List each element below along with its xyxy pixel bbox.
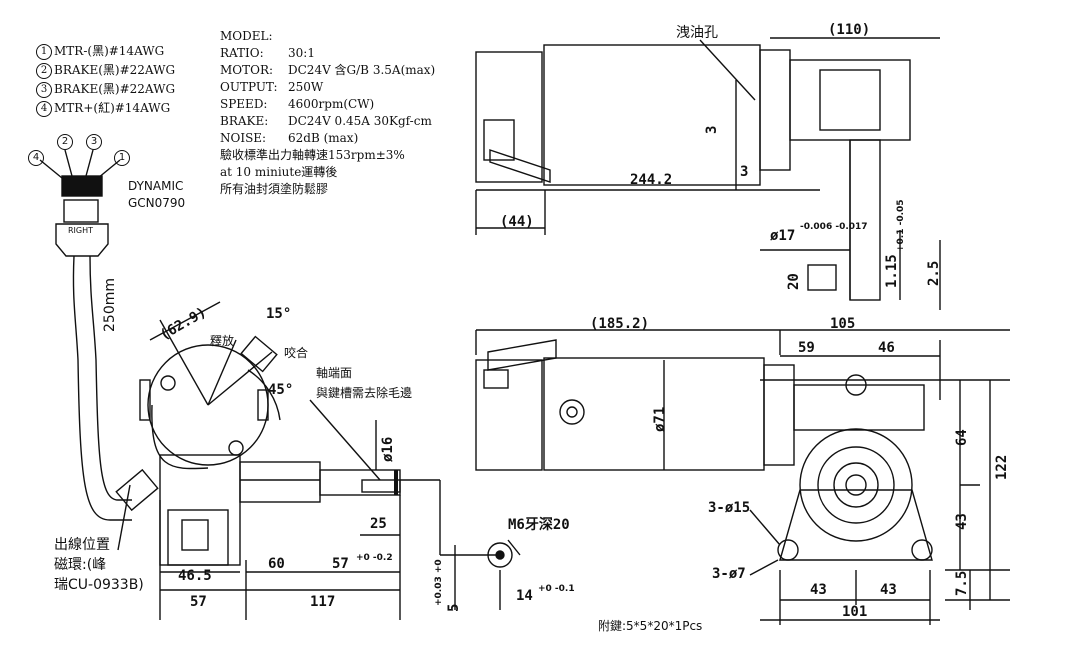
connector-brand: DYNAMIC: [128, 179, 184, 193]
tol-17: -0.006 -0.017: [800, 222, 868, 232]
engage-label: 咬合: [284, 346, 309, 360]
oil-seal-note: 所有油封須塗防鬆膠: [220, 182, 329, 196]
tol-57: +0 -0.2: [356, 553, 393, 563]
tol-5: +0.03 +0: [434, 559, 444, 606]
dim-1-15: 1.15: [884, 254, 900, 288]
dim-244-2: 244.2: [630, 172, 673, 188]
dim-185-2: (185.2): [590, 316, 650, 332]
tol-14: +0 -0.1: [538, 584, 575, 594]
speed-label: SPEED:: [220, 97, 268, 111]
acceptance-note: 驗收標準出力軸轉速153rpm±3%: [220, 148, 405, 162]
dim-117: 117: [310, 594, 336, 610]
connector-part: GCN0790: [128, 196, 186, 210]
dim-46: 46: [878, 340, 895, 356]
connector-tag: RIGHT: [68, 226, 94, 235]
dim-57-tol: 57: [332, 556, 349, 572]
spec-block: MODEL: RATIO: 30:1 MOTOR: DC24V 含G/B 3.5A(…: [220, 28, 435, 198]
connector-drawing: [39, 149, 159, 521]
dim-3-vertical: 3: [704, 125, 720, 134]
dim-14: 14: [516, 588, 533, 604]
wire-number: 4: [36, 100, 52, 117]
pin-label: 2: [57, 134, 73, 150]
dim-43-left: 43: [810, 582, 827, 598]
burr-note: 與鍵槽需去除毛邊: [316, 386, 413, 400]
motor-label: MOTOR:: [220, 63, 274, 77]
dim-d16: ø16: [380, 436, 396, 462]
tol-1-15: +0.1 -0.05: [896, 199, 906, 252]
dim-43-right: 43: [880, 582, 897, 598]
brake-label: BRAKE:: [220, 114, 269, 128]
brake-end-view: [117, 301, 401, 620]
dim-57: 57: [190, 594, 207, 610]
pin-label: 1: [114, 150, 130, 166]
dim-d71: ø71: [652, 406, 668, 432]
hole-7-label: 3-ø7: [712, 566, 746, 582]
pin-label: 3: [86, 134, 102, 150]
dim-7-5: 7.5: [954, 570, 970, 596]
wire-number: 3: [36, 81, 52, 98]
hole-15-label: 3-ø15: [708, 500, 751, 516]
dim-20: 20: [786, 273, 802, 290]
model-label: MODEL:: [220, 29, 273, 43]
ratio-value: 30:1: [288, 46, 315, 60]
dim-110: (110): [828, 22, 871, 38]
motor-front-view: [475, 329, 1010, 625]
ferrite-part: 瑞CU-0933B): [54, 577, 144, 593]
pin-label: 4: [28, 150, 44, 166]
output-label: OUTPUT:: [220, 80, 278, 94]
cable-length: 250mm: [102, 278, 118, 332]
key-detail: [400, 479, 521, 610]
dim-3: 3: [740, 164, 749, 180]
dim-d17: ø17: [770, 228, 796, 244]
noise-value: 62dB (max): [288, 131, 359, 145]
dim-25: 25: [370, 516, 387, 532]
motor-top-view: [475, 37, 941, 310]
wire-label: BRAKE(黑)#22AWG: [54, 63, 176, 77]
ratio-label: RATIO:: [220, 46, 264, 60]
runtime-note: at 10 miniute運轉後: [220, 165, 338, 179]
wire-number: 2: [36, 62, 52, 79]
thread-label: M6牙深20: [508, 517, 570, 533]
wire-label: MTR-(黑)#14AWG: [54, 44, 165, 58]
motor-value: DC24V 含G/B 3.5A(max): [288, 63, 436, 77]
shaft-face-label: 軸端面: [316, 366, 353, 380]
dim-2-5: 2.5: [926, 260, 942, 286]
speed-value: 4600rpm(CW): [288, 97, 375, 111]
brake-value: DC24V 0.45A 30Kgf-cm: [288, 114, 432, 128]
dim-44: (44): [500, 214, 534, 230]
dim-122: 122: [994, 454, 1010, 480]
output-value: 250W: [288, 80, 324, 94]
dim-5: 5: [446, 603, 462, 612]
dim-64: 64: [954, 429, 970, 446]
dim-43-vertical: 43: [954, 513, 970, 530]
ferrite-label: 磁環:(峰: [54, 557, 107, 573]
dim-105: 105: [830, 316, 856, 332]
dim-101: 101: [842, 604, 868, 620]
wire-label: BRAKE(黑)#22AWG: [54, 82, 176, 96]
release-label: 釋放: [210, 334, 235, 348]
dim-59: 59: [798, 340, 815, 356]
wire-label: MTR+(紅)#14AWG: [54, 101, 171, 115]
cable-exit-label: 出線位置: [54, 537, 110, 553]
angle-15: 15°: [266, 306, 292, 322]
noise-label: NOISE:: [220, 131, 267, 145]
drain-hole-label: 洩油孔: [676, 25, 718, 41]
wire-number: 1: [36, 43, 52, 60]
key-note: 附鍵:5*5*20*1Pcs: [598, 619, 703, 633]
angle-45: 45°: [268, 382, 294, 398]
dim-60: 60: [268, 556, 285, 572]
dim-46-5: 46.5: [178, 568, 212, 584]
